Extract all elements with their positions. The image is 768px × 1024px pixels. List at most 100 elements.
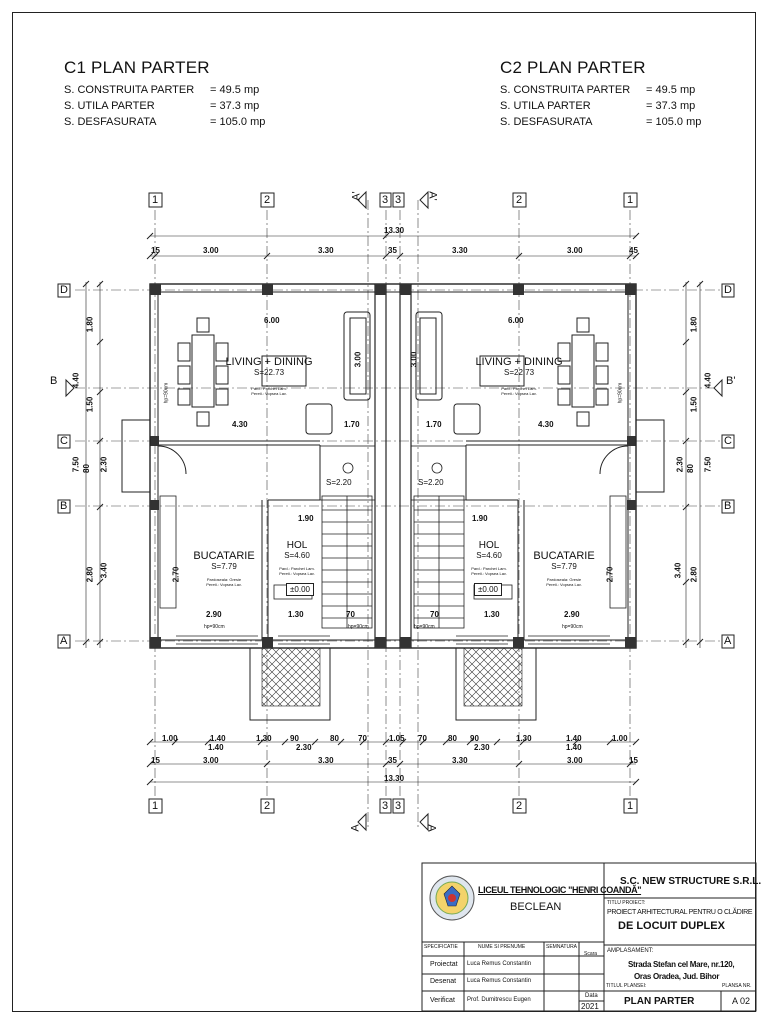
dim-text: 13.30 bbox=[384, 226, 405, 235]
area-label: S. UTILA PARTER bbox=[500, 100, 591, 112]
location-line: Oras Oradea, Jud. Bihor bbox=[634, 972, 720, 981]
project-label: TITLU PROIECT: bbox=[607, 900, 646, 906]
room-finish: Pereti.: Vopsea Lav. bbox=[251, 391, 287, 396]
room-finish: Pard.: Parchet Lam. bbox=[279, 566, 315, 571]
grid-col-label: 1 bbox=[152, 194, 159, 206]
grid-col-label: 1 bbox=[627, 800, 634, 812]
area-value: = 37.3 mp bbox=[646, 100, 696, 112]
area-label: S. DESFASURATA bbox=[64, 116, 157, 128]
school-city: BECLEAN bbox=[510, 901, 562, 913]
grid-row-label: D bbox=[60, 284, 68, 296]
room-finish: Pereti.: Vopsea Lav. bbox=[546, 582, 582, 587]
dim-text: 4.30 bbox=[538, 420, 554, 429]
level-mark: ±0.00 bbox=[286, 583, 314, 596]
dim-text: 15 bbox=[629, 756, 638, 765]
plan-label: TITLUL PLANSEI: bbox=[606, 983, 647, 989]
dim-text: 2.90 bbox=[564, 610, 580, 619]
dim-text: 3.00 bbox=[567, 246, 583, 255]
role-label: Desenat bbox=[430, 978, 457, 985]
grid-col-label: 3 bbox=[382, 800, 389, 812]
grid-col-label: 2 bbox=[264, 800, 271, 812]
grid-row-label: C bbox=[724, 435, 732, 447]
location-line: Strada Stefan cel Mare, nr.120, bbox=[628, 960, 735, 969]
room-hall-right: HOL S=4.60 Pard.: Parchet Lam. Pereti.: … bbox=[464, 540, 514, 576]
dim-text: 35 bbox=[388, 756, 397, 765]
room-area: S=7.79 bbox=[211, 562, 237, 571]
area-value: = 105.0 mp bbox=[646, 116, 702, 128]
sheet-number: A 02 bbox=[732, 996, 751, 1006]
room-name: HOL bbox=[286, 540, 308, 551]
room-name: BUCATARIE bbox=[193, 550, 255, 562]
porches bbox=[249, 647, 537, 721]
room-area-wc: S=2.20 bbox=[326, 478, 352, 487]
sheet-frame bbox=[12, 12, 756, 1012]
room-living-right: LIVING + DINING S=22.73 Pard.: Parchet L… bbox=[474, 356, 564, 396]
room-hall-left: HOL S=4.60 Pard.: Parchet Lam. Pereti.: … bbox=[272, 540, 322, 576]
area-row: S. DESFASURATA= 105.0 mp bbox=[64, 114, 265, 130]
location-label: AMPLASAMENT: bbox=[607, 948, 654, 954]
dim-text: 90 bbox=[470, 734, 479, 743]
room-finish: Pereti.: Vopsea Lav. bbox=[206, 582, 242, 587]
school-name: LICEUL TEHNOLOGIC "HENRI COANDĂ" bbox=[478, 885, 642, 895]
room-area: S=22.73 bbox=[503, 368, 535, 377]
dimension-ticks bbox=[82, 232, 704, 786]
room-finish: Pard.: Parchet Lam. bbox=[501, 386, 537, 391]
dim-text: 1.05 bbox=[389, 734, 405, 743]
room-area: S=7.79 bbox=[551, 562, 577, 571]
dim-text: 1.70 bbox=[344, 420, 360, 429]
grid-row-label: A bbox=[60, 635, 68, 647]
room-kitchen-right: BUCATARIE S=7.79 Pardoseala: Gresie Pere… bbox=[530, 550, 598, 587]
grid-row-label: D bbox=[724, 284, 732, 296]
dim-text: 1.00 bbox=[162, 734, 178, 743]
sill-height: hp=90cm bbox=[414, 624, 435, 630]
grid-col-label: 2 bbox=[516, 194, 523, 206]
dim-text: 1.70 bbox=[426, 420, 442, 429]
grid-col-label: 2 bbox=[264, 194, 271, 206]
grid-col-label: 1 bbox=[627, 194, 634, 206]
person-name: Prof. Dumitrescu Eugen bbox=[467, 997, 531, 1003]
date-label: Data bbox=[585, 993, 598, 999]
dim-text: 90 bbox=[290, 734, 299, 743]
dim-text: 1.90 bbox=[472, 514, 488, 523]
room-name: LIVING + DINING bbox=[475, 356, 563, 368]
dim-text: 70 bbox=[346, 610, 355, 619]
room-finish: Pardoseala: Gresie bbox=[546, 577, 582, 582]
area-row: S. CONSTRUITA PARTER= 49.5 mp bbox=[64, 82, 265, 98]
grid-col-label: 2 bbox=[516, 800, 523, 812]
area-row: S. UTILA PARTER = 37.3 mp bbox=[500, 98, 701, 114]
area-value: = 49.5 mp bbox=[210, 84, 260, 96]
dim-text: 3.00 bbox=[203, 756, 219, 765]
header-right: C2 PLAN PARTER S. CONSTRUITA PARTER= 49.… bbox=[500, 58, 701, 130]
person-name: Luca Remus Constantin bbox=[467, 978, 532, 984]
grid-row-label: C bbox=[60, 435, 68, 447]
col-header: SEMNATURA bbox=[546, 944, 578, 950]
room-area: S=4.60 bbox=[476, 551, 502, 560]
room-kitchen-left: BUCATARIE S=7.79 Pardoseala: Gresie Pere… bbox=[190, 550, 258, 587]
school-logo bbox=[429, 875, 475, 921]
area-row: S. UTILA PARTER = 37.3 mp bbox=[64, 98, 265, 114]
sofa-left bbox=[261, 311, 371, 435]
room-area-wc: S=2.20 bbox=[418, 478, 444, 487]
area-row: S. CONSTRUITA PARTER= 49.5 mp bbox=[500, 82, 701, 98]
dim-text: 13.30 bbox=[384, 774, 405, 783]
sofa-right bbox=[415, 311, 525, 435]
room-finish: Pereti.: Vopsea Lav. bbox=[501, 391, 537, 396]
sill-height: hp=90cm bbox=[562, 624, 583, 630]
dim-text: 15 bbox=[151, 756, 160, 765]
dim-text: 6.00 bbox=[264, 316, 280, 325]
dim-text: 2.30 bbox=[474, 743, 490, 752]
role-label: Proiectat bbox=[430, 961, 458, 968]
room-area: S=4.60 bbox=[284, 551, 310, 560]
col-header: SPECIFICATIE bbox=[424, 944, 458, 950]
dim-text: 70 bbox=[418, 734, 427, 743]
area-value: = 37.3 mp bbox=[210, 100, 260, 112]
area-label: S. UTILA PARTER bbox=[64, 100, 155, 112]
grid-col-label: 3 bbox=[395, 800, 402, 812]
dim-text: 15 bbox=[151, 246, 160, 255]
project-title-line: DE LOCUIT DUPLEX bbox=[618, 920, 725, 932]
dim-text: 1.00 bbox=[612, 734, 628, 743]
